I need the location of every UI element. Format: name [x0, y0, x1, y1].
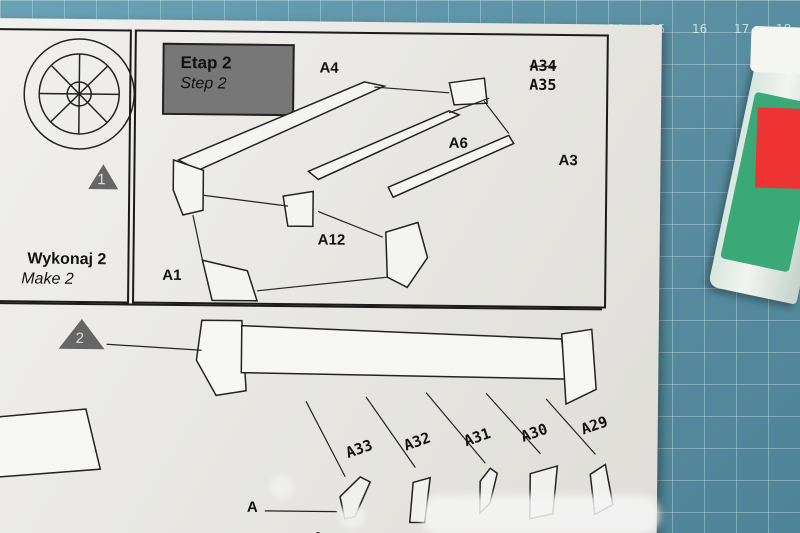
mat-number: 17: [734, 22, 750, 36]
bottle-cap: [750, 25, 800, 75]
glue-smear: [420, 495, 660, 533]
label-a: A: [246, 498, 258, 516]
triangle-number: 2: [75, 329, 85, 348]
label-a: A: [312, 529, 323, 533]
label-a6: A6: [448, 134, 468, 153]
label-a4: A4: [319, 59, 339, 77]
label-a1: A1: [162, 266, 182, 285]
label-a35: A35: [529, 75, 557, 94]
assembly-drawing: [0, 38, 614, 524]
glue-dot: [270, 475, 294, 499]
instruction-sheet: Etap 2 Step 2 Wykonaj 2 Make 2: [0, 18, 662, 533]
label-a34: A34: [529, 56, 557, 75]
glue-dot: [338, 505, 366, 529]
triangle-number: 1: [97, 171, 106, 189]
label-a12: A12: [317, 231, 346, 249]
wheel-icon: [23, 38, 135, 150]
triangle-marker: [88, 164, 119, 190]
brand-logo: [754, 107, 800, 190]
label-a3: A3: [558, 151, 578, 170]
triangle-marker: [58, 318, 105, 350]
mat-number: 16: [692, 22, 708, 36]
